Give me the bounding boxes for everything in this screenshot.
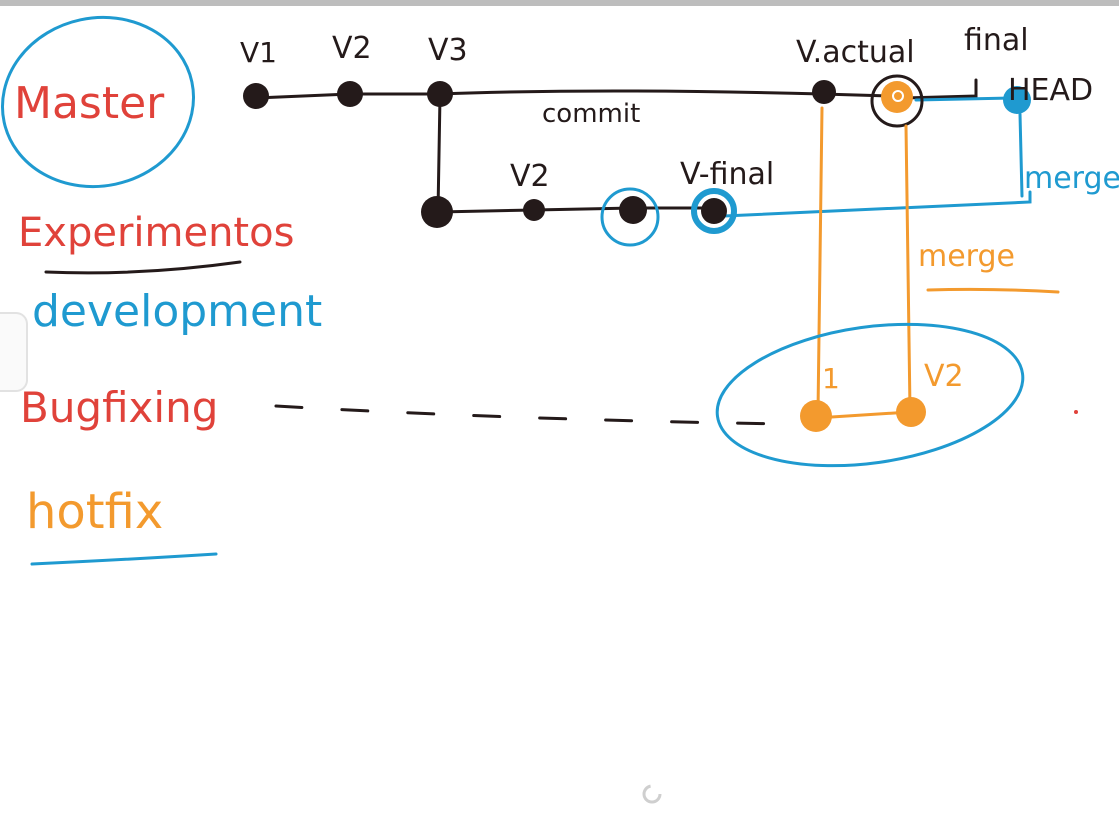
top-edge (0, 0, 1119, 6)
hotfix-underline (30, 552, 218, 566)
hotfix-branch-out-line (816, 106, 824, 414)
hotfix-highlight-ellipse (715, 322, 1025, 468)
page-spinner-icon (642, 784, 662, 804)
head-to-merge-line (1018, 112, 1024, 198)
hotfix-merge-back-line (904, 124, 912, 412)
hotfix-merge-commit-center (892, 90, 904, 102)
development-branch-stem (436, 94, 442, 214)
merge-orange-label: merge (918, 239, 1015, 274)
orange-to-head-line (914, 96, 1014, 102)
bugfixing-label: Bugfixing (20, 383, 218, 432)
hotfix-merge-ring (870, 74, 924, 128)
head-label: HEAD (1008, 73, 1093, 108)
hotfix-commit-1[interactable] (800, 400, 832, 432)
commit-v-actual[interactable] (812, 80, 836, 104)
v1-label: V1 (240, 36, 277, 69)
hotfix-commit-v2[interactable] (896, 397, 926, 427)
hotfix-merge-commit[interactable] (881, 81, 913, 113)
dev-branch-start[interactable] (421, 196, 453, 228)
commit-label: commit (542, 99, 640, 129)
dev-commit-3[interactable] (619, 196, 647, 224)
v2-label: V2 (332, 31, 372, 66)
commit-v3[interactable] (427, 81, 453, 107)
master-branch-line (254, 89, 892, 100)
dev-v2-label: V2 (510, 159, 550, 194)
master-to-head-line (902, 78, 978, 100)
commit-v2[interactable] (337, 81, 363, 107)
commit-v1[interactable] (243, 83, 269, 109)
dev-commit-highlight-ring (600, 187, 660, 247)
hotfix-label: hotfix (26, 484, 163, 540)
merge-orange-underline (926, 287, 1060, 294)
master-label: Master (14, 78, 165, 129)
hotfix-v2-label: V2 (924, 359, 964, 394)
final-label: final (964, 23, 1029, 58)
merge-blue-label: merge (1024, 161, 1119, 196)
side-drawer-handle[interactable] (0, 312, 28, 392)
v3-label: V3 (428, 33, 468, 68)
master-circle (0, 15, 196, 189)
stray-dot (1074, 410, 1078, 414)
bugfixing-dashed-connector (274, 404, 792, 426)
experimentos-label: Experimentos (18, 210, 294, 256)
v-final-label: V-final (680, 157, 774, 192)
experimentos-underline (44, 260, 242, 275)
development-merge-line (722, 190, 1032, 218)
dev-commit-v-final[interactable] (701, 198, 727, 224)
development-label: development (32, 286, 322, 337)
dev-commit-v2[interactable] (523, 199, 545, 221)
v-actual-label: V.actual (796, 35, 915, 70)
dev-commit-v-final-ring (691, 188, 737, 234)
head-commit[interactable] (1003, 86, 1031, 114)
development-branch-line (436, 206, 714, 214)
hotfix-1-label: 1 (822, 362, 840, 395)
